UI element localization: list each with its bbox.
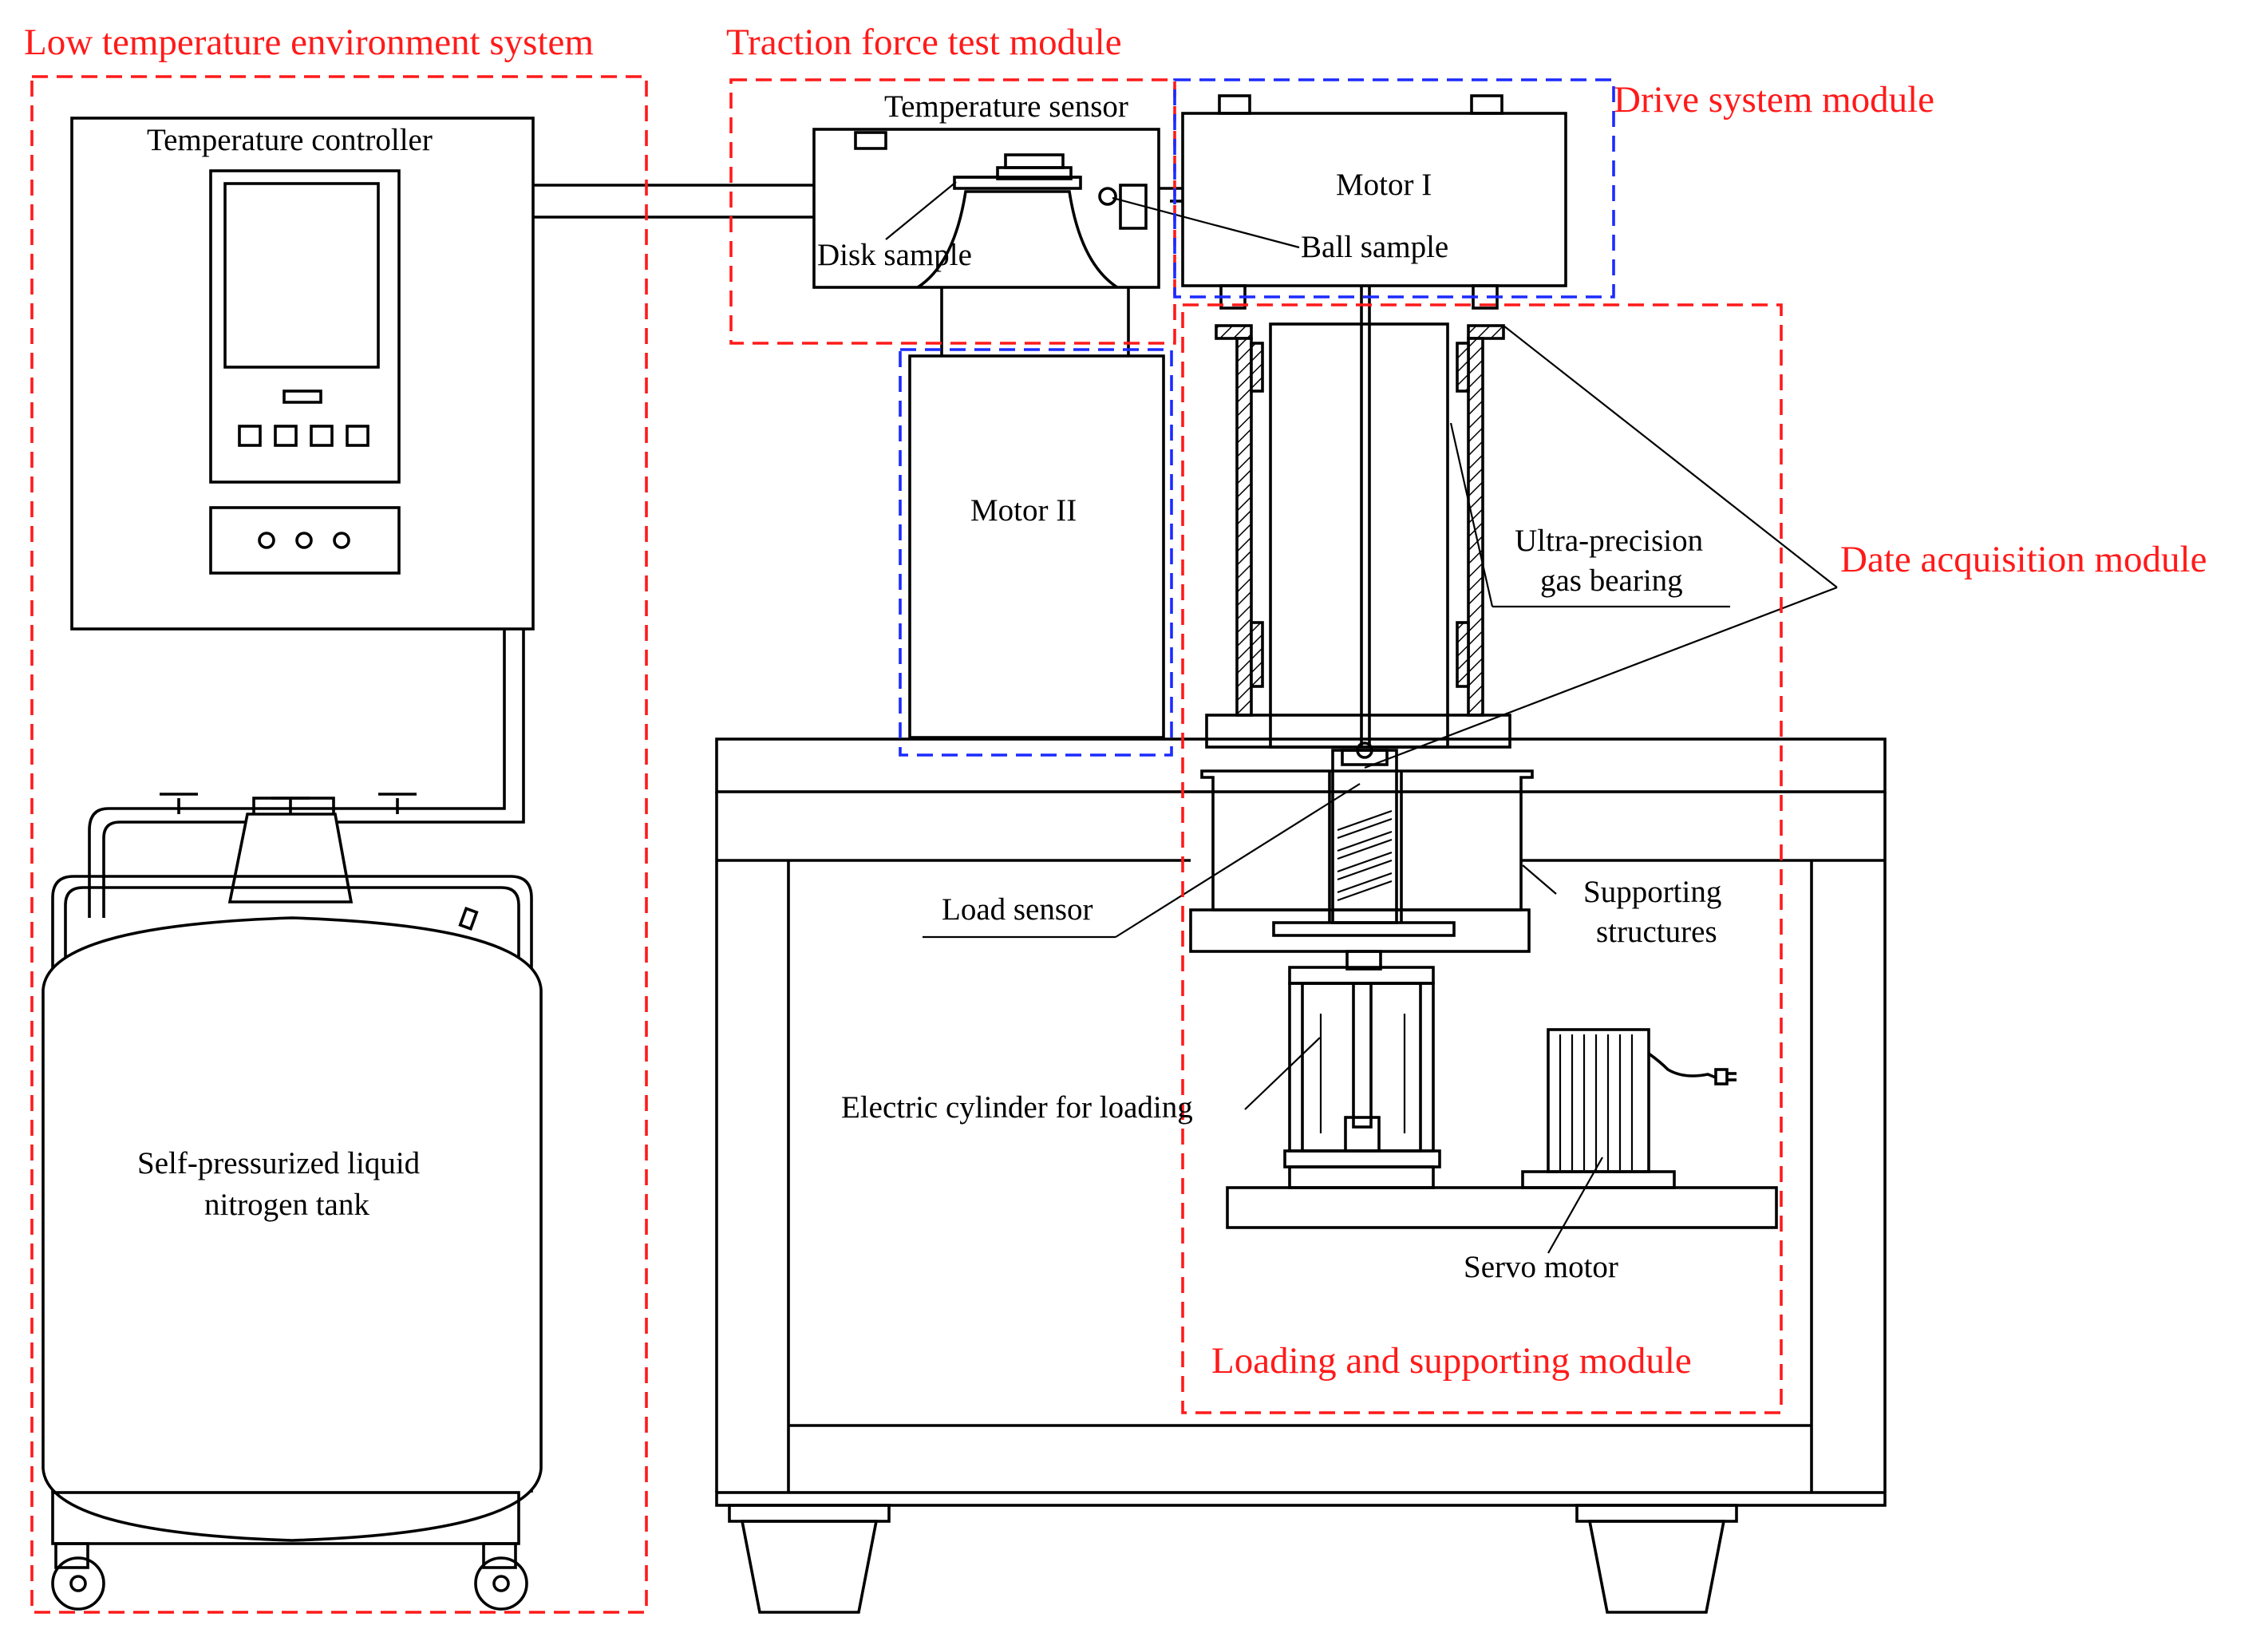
disk-sample-label: Disk sample xyxy=(817,238,972,272)
traction-module-label: Traction force test module xyxy=(726,22,1122,63)
electric-cylinder xyxy=(1283,950,1441,1189)
caster-wheel xyxy=(474,1556,528,1611)
low-temperature-system-boundary xyxy=(30,75,648,1614)
gas-bearing xyxy=(1205,322,1511,749)
temperature-controller-label: Temperature controller xyxy=(147,123,433,157)
gas-bearing-leader xyxy=(1449,422,1494,607)
drive-module-label: Drive system module xyxy=(1614,79,1934,121)
gas-bearing-label-line1: Ultra-precision xyxy=(1515,524,1703,558)
coolant-pipe xyxy=(533,184,814,219)
tank-neck xyxy=(227,813,354,904)
traction-module-boundary xyxy=(729,78,1176,345)
nitrogen-tank-label-line2: nitrogen tank xyxy=(204,1188,369,1222)
motor-2 xyxy=(908,354,1165,739)
controller-knob[interactable] xyxy=(258,532,275,549)
low-temperature-system xyxy=(41,117,543,1611)
controller-key[interactable] xyxy=(310,425,334,447)
servo-motor xyxy=(1521,1028,1737,1189)
supporting-structures xyxy=(1189,769,1534,953)
leader-lines xyxy=(885,181,1838,1254)
supporting-structures-label-line2: structures xyxy=(1596,915,1717,949)
nitrogen-tank-label-line1: Self-pressurized liquid xyxy=(137,1146,421,1180)
ball-holder xyxy=(1119,184,1148,230)
controller-knob-panel xyxy=(209,506,401,575)
data-acquisition-module-label: Date acquisition module xyxy=(1840,539,2207,580)
controller-display xyxy=(223,182,380,369)
caster-wheel xyxy=(51,1556,105,1611)
loading-module-boundary xyxy=(1181,303,1783,1414)
motor-1 xyxy=(1159,94,1567,747)
electric-cylinder-label: Electric cylinder for loading xyxy=(841,1090,1193,1125)
low-temperature-system-label: Low temperature environment system xyxy=(24,22,594,63)
ball-sample-label: Ball sample xyxy=(1301,230,1448,264)
controller-knob[interactable] xyxy=(295,532,313,549)
supporting-leader xyxy=(1522,864,1557,895)
data-acquisition-leader xyxy=(1503,325,1838,588)
tank-body xyxy=(41,916,543,1542)
motor-2-label: Motor II xyxy=(970,493,1077,528)
servo-leader xyxy=(1547,1157,1603,1254)
load-sensor xyxy=(1331,741,1398,924)
gas-bearing-label-line2: gas bearing xyxy=(1540,563,1683,598)
drive-module-boundary xyxy=(1173,78,1615,299)
controller-screen-frame xyxy=(209,169,401,484)
disk-sample-leader xyxy=(885,181,957,240)
controller-knob[interactable] xyxy=(333,532,350,549)
controller-key[interactable] xyxy=(346,425,369,447)
controller-key[interactable] xyxy=(238,425,262,447)
motor-1-label: Motor I xyxy=(1336,168,1432,202)
liquid-nitrogen-tank xyxy=(41,793,543,1611)
data-acquisition-leader xyxy=(1364,586,1838,769)
nitrogen-supply-pipe xyxy=(88,629,525,918)
ball xyxy=(1098,187,1117,206)
temperature-sensor-label: Temperature sensor xyxy=(884,89,1128,124)
loading-module-label: Loading and supporting module xyxy=(1211,1340,1692,1382)
servo-motor-label: Servo motor xyxy=(1464,1250,1618,1284)
cylinder-leader xyxy=(1244,1037,1321,1110)
supporting-structures-label-line1: Supporting xyxy=(1583,875,1721,909)
controller-key[interactable] xyxy=(274,425,298,447)
controller-indicator xyxy=(283,389,322,404)
temperature-controller xyxy=(70,117,535,631)
load-sensor-label: Load sensor xyxy=(942,892,1093,927)
ball-sample-leader xyxy=(1112,196,1300,249)
machine-frame xyxy=(715,737,1887,1614)
temperature-sensor xyxy=(854,131,887,150)
motor-2-boundary xyxy=(899,348,1173,757)
base-plate xyxy=(1226,1186,1778,1229)
